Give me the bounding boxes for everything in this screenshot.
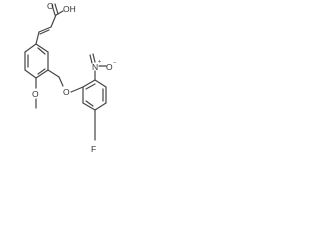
bond-carbonyl-c-o-double-2	[54, 3, 59, 15]
bond-ring-ch2	[47, 69, 60, 78]
bond-carbonyl-c-oh	[55, 10, 64, 16]
ring-a-bond-1	[24, 43, 37, 53]
acrylic-acid-group	[35, 3, 64, 45]
ring-b-bond-5	[82, 102, 96, 111]
ring-a-bond-4	[35, 69, 49, 79]
nitro-n-label: N	[92, 62, 98, 72]
nitro-group	[89, 53, 107, 81]
ring-b-bond-1	[82, 79, 96, 88]
bond-beta-ring	[35, 31, 40, 45]
ether-o-label: O	[63, 87, 70, 97]
bond-nitro-n-o-upper-double	[92, 53, 96, 63]
bond-ch2-o	[58, 76, 64, 87]
bond-o-ring-b	[70, 86, 84, 93]
ring-a-bond-6	[35, 43, 49, 53]
methoxy-o-label: O	[32, 89, 39, 99]
benzyl-ether-linker: O	[47, 69, 84, 97]
benzene-ring-a	[24, 43, 49, 79]
nitro-plus-charge: +	[98, 59, 101, 65]
structure-diagram: O O OH O N + O − F	[24, 1, 116, 154]
ring-a-inner-3	[37, 47, 46, 55]
carbonyl-o-label: O	[47, 1, 54, 11]
ring-b-bond-2	[94, 79, 107, 88]
ring-a-inner-2	[37, 68, 46, 75]
ring-b-bond-4	[94, 102, 107, 111]
carboxylic-oh-label: OH	[63, 4, 76, 14]
bond-alpha-beta	[38, 26, 52, 33]
ring-b-inner-1	[85, 83, 96, 90]
bond-nitro-n-o-upper	[89, 54, 93, 64]
nitro-minus-charge: −	[113, 60, 116, 66]
bond-alpha-carbonyl	[50, 14, 57, 28]
bond-carbonyl-c-o-double	[51, 4, 56, 16]
benzene-ring-b	[82, 79, 107, 111]
fluorine-label: F	[91, 144, 96, 154]
ring-b-inner-3	[85, 100, 94, 107]
methoxy-group: O	[32, 77, 39, 109]
nitro-o-minus-label: O	[106, 62, 113, 72]
ring-a-bond-3	[24, 69, 37, 79]
bond-alpha-beta-double	[39, 29, 50, 35]
